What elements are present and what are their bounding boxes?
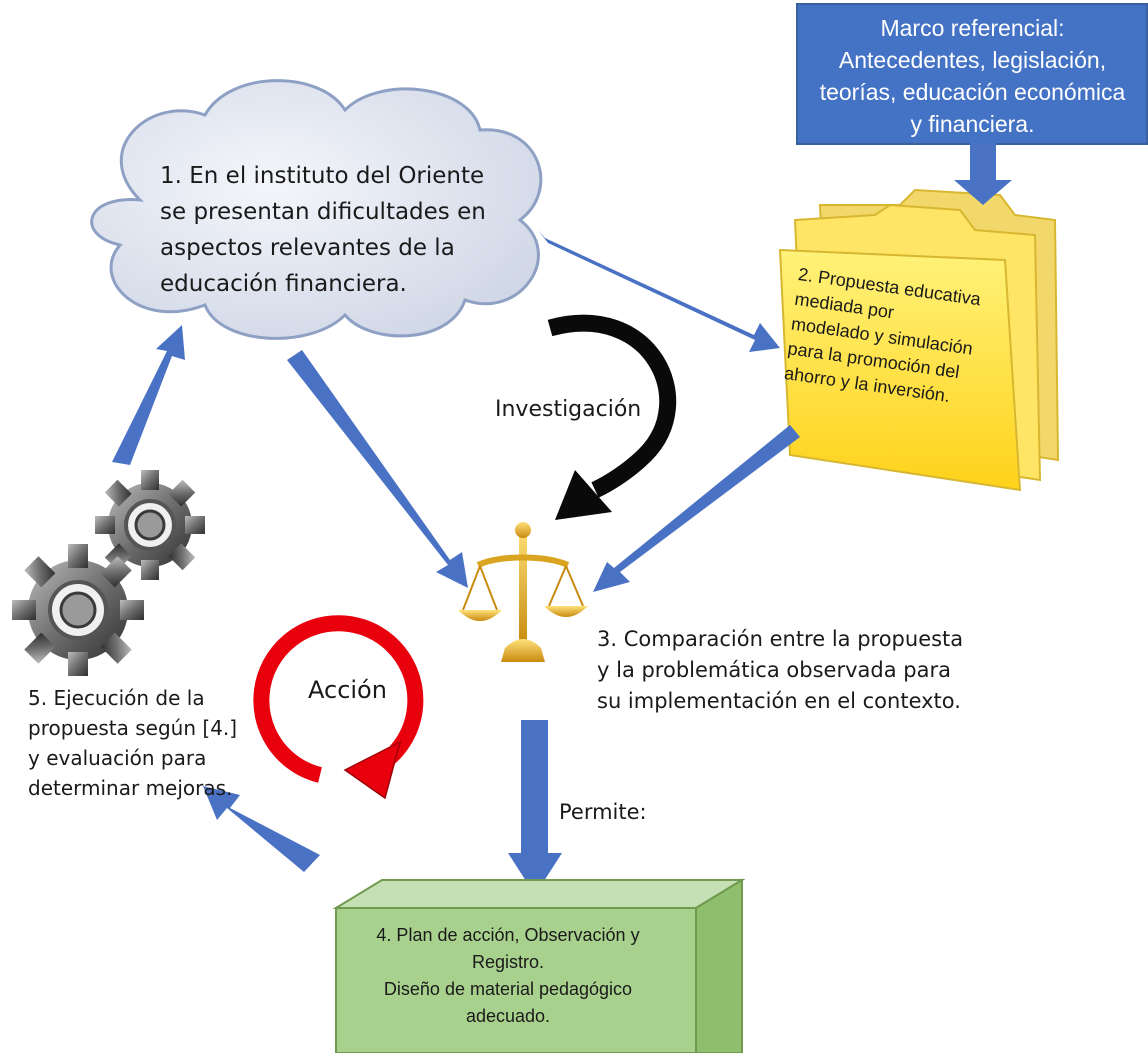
cycle-arrow-icon xyxy=(253,615,424,800)
step3-line: y la problemática observada para xyxy=(597,658,951,682)
step1-line: 1. En el instituto del Oriente xyxy=(160,163,485,189)
step5-line: y evaluación para xyxy=(28,746,207,770)
accion-label: Acción xyxy=(308,676,387,704)
step5-text: 5. Ejecución de la propuesta según [4.] … xyxy=(28,683,278,803)
step1-line: se presentan dificultades en xyxy=(160,199,486,225)
cloud-shape xyxy=(90,79,543,340)
step5-line: determinar mejoras. xyxy=(28,776,233,800)
step5-line: 5. Ejecución de la xyxy=(28,686,205,710)
marco-line: Antecedentes, legislación, xyxy=(838,47,1107,73)
scale-icon xyxy=(458,522,588,662)
step4-line: adecuado. xyxy=(465,1006,551,1026)
arrow-scale-to-box xyxy=(508,720,562,895)
arrow-folder-to-scale xyxy=(593,425,800,592)
marco-text: Marco referencial: Antecedentes, legisla… xyxy=(800,12,1145,140)
step4-line: Diseño de material pedagógico xyxy=(383,979,633,999)
step4-line: 4. Plan de acción, Observación y xyxy=(376,925,640,945)
step1-line: educación financiera. xyxy=(160,271,407,297)
curved-arrow-icon xyxy=(547,314,677,520)
marco-line: teorías, educación económica xyxy=(819,79,1126,105)
marco-box xyxy=(796,3,1148,145)
step1-line: aspectos relevantes de la xyxy=(160,235,455,261)
step3-text: 3. Comparación entre la propuesta y la p… xyxy=(597,624,1037,717)
step4-text: 4. Plan de acción, Observación y Registr… xyxy=(348,922,668,1030)
arrow-box-to-step5 xyxy=(203,786,320,872)
arrow-cloud-to-scale xyxy=(287,350,468,588)
step5-line: propuesta según [4.] xyxy=(28,716,238,740)
arrow-marco-to-folder xyxy=(954,143,1012,205)
permite-label: Permite: xyxy=(559,800,647,824)
arrow-gears-to-cloud xyxy=(112,325,185,465)
marco-line: Marco referencial: xyxy=(880,15,1065,41)
step3-line: 3. Comparación entre la propuesta xyxy=(597,627,964,651)
step4-line: Registro. xyxy=(471,952,545,972)
step3-line: su implementación en el contexto. xyxy=(597,689,961,713)
marco-line: y financiera. xyxy=(910,111,1035,137)
arrows-blue xyxy=(112,143,1012,895)
green-box xyxy=(332,878,746,1053)
investigacion-label: Investigación xyxy=(495,397,642,422)
folder-icon xyxy=(778,188,1060,492)
step1-text: 1. En el instituto del Oriente se presen… xyxy=(160,158,520,302)
gears-icon xyxy=(12,470,205,676)
arrow-cloud-to-folder xyxy=(538,230,780,352)
